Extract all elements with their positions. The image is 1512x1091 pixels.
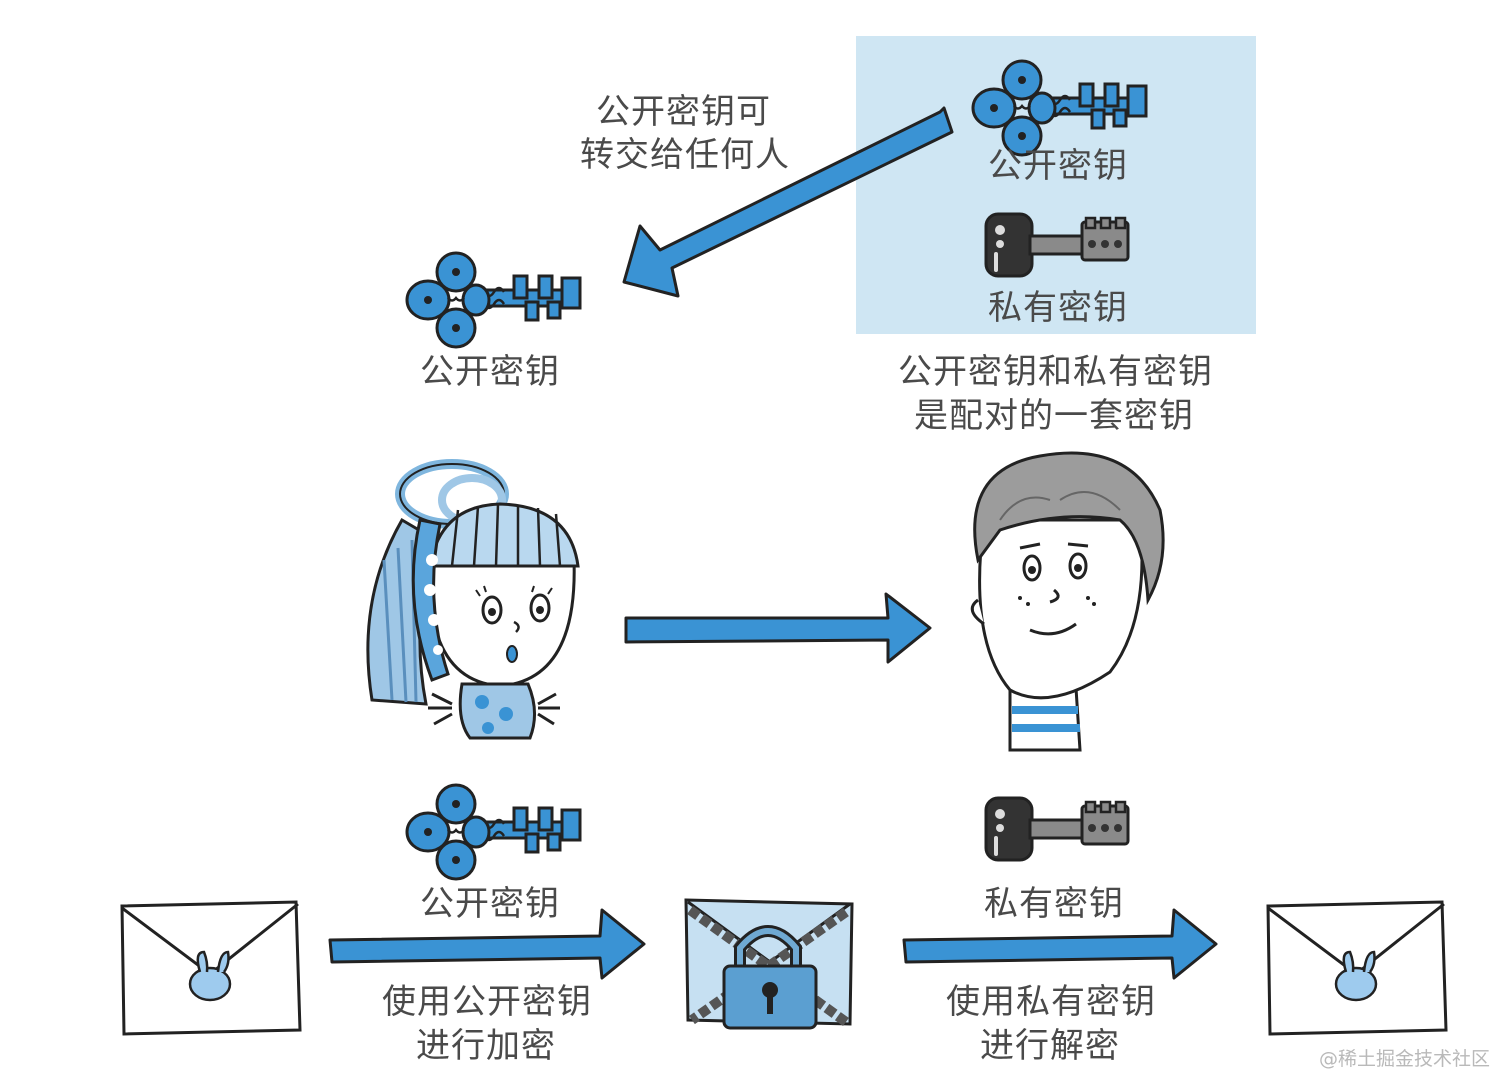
sender-public-key-label: 公开密钥 (420, 884, 560, 924)
decrypt-label-line1: 使用私有密钥 (946, 982, 1156, 1022)
public-key-icon (405, 251, 582, 349)
envelope-icon (1266, 900, 1448, 1036)
encrypt-label-line1: 使用公开密钥 (382, 982, 592, 1022)
encrypt-arrow-icon (328, 908, 646, 980)
received-public-key-label: 公开密钥 (420, 352, 560, 392)
decrypt-arrow-icon (902, 908, 1218, 980)
decrypt-label-line2: 进行解密 (980, 1026, 1120, 1066)
box-private-key-label: 私有密钥 (988, 288, 1128, 328)
box-public-key-label: 公开密钥 (988, 146, 1128, 186)
transfer-note-line1: 公开密钥可 (596, 92, 771, 132)
girl-character (366, 459, 580, 740)
padlock-icon (722, 925, 818, 1030)
watermark: @稀土掘金技术社区 (1318, 1048, 1490, 1070)
pair-note-line2: 是配对的一套密钥 (914, 396, 1194, 436)
receiver-private-key-label: 私有密钥 (984, 884, 1124, 924)
key-pair-box (856, 36, 1256, 334)
transfer-note-line2: 转交给任何人 (580, 135, 790, 175)
locked-envelope-icon (684, 898, 854, 1030)
boy-character (970, 451, 1165, 752)
envelope-icon (120, 900, 302, 1036)
encrypt-label-line2: 进行加密 (416, 1026, 556, 1066)
transfer-arrow-icon (622, 106, 954, 298)
private-key-icon (984, 796, 1130, 862)
public-key-icon (405, 783, 582, 881)
send-arrow-icon (624, 592, 932, 664)
pair-note-line1: 公开密钥和私有密钥 (898, 352, 1213, 392)
